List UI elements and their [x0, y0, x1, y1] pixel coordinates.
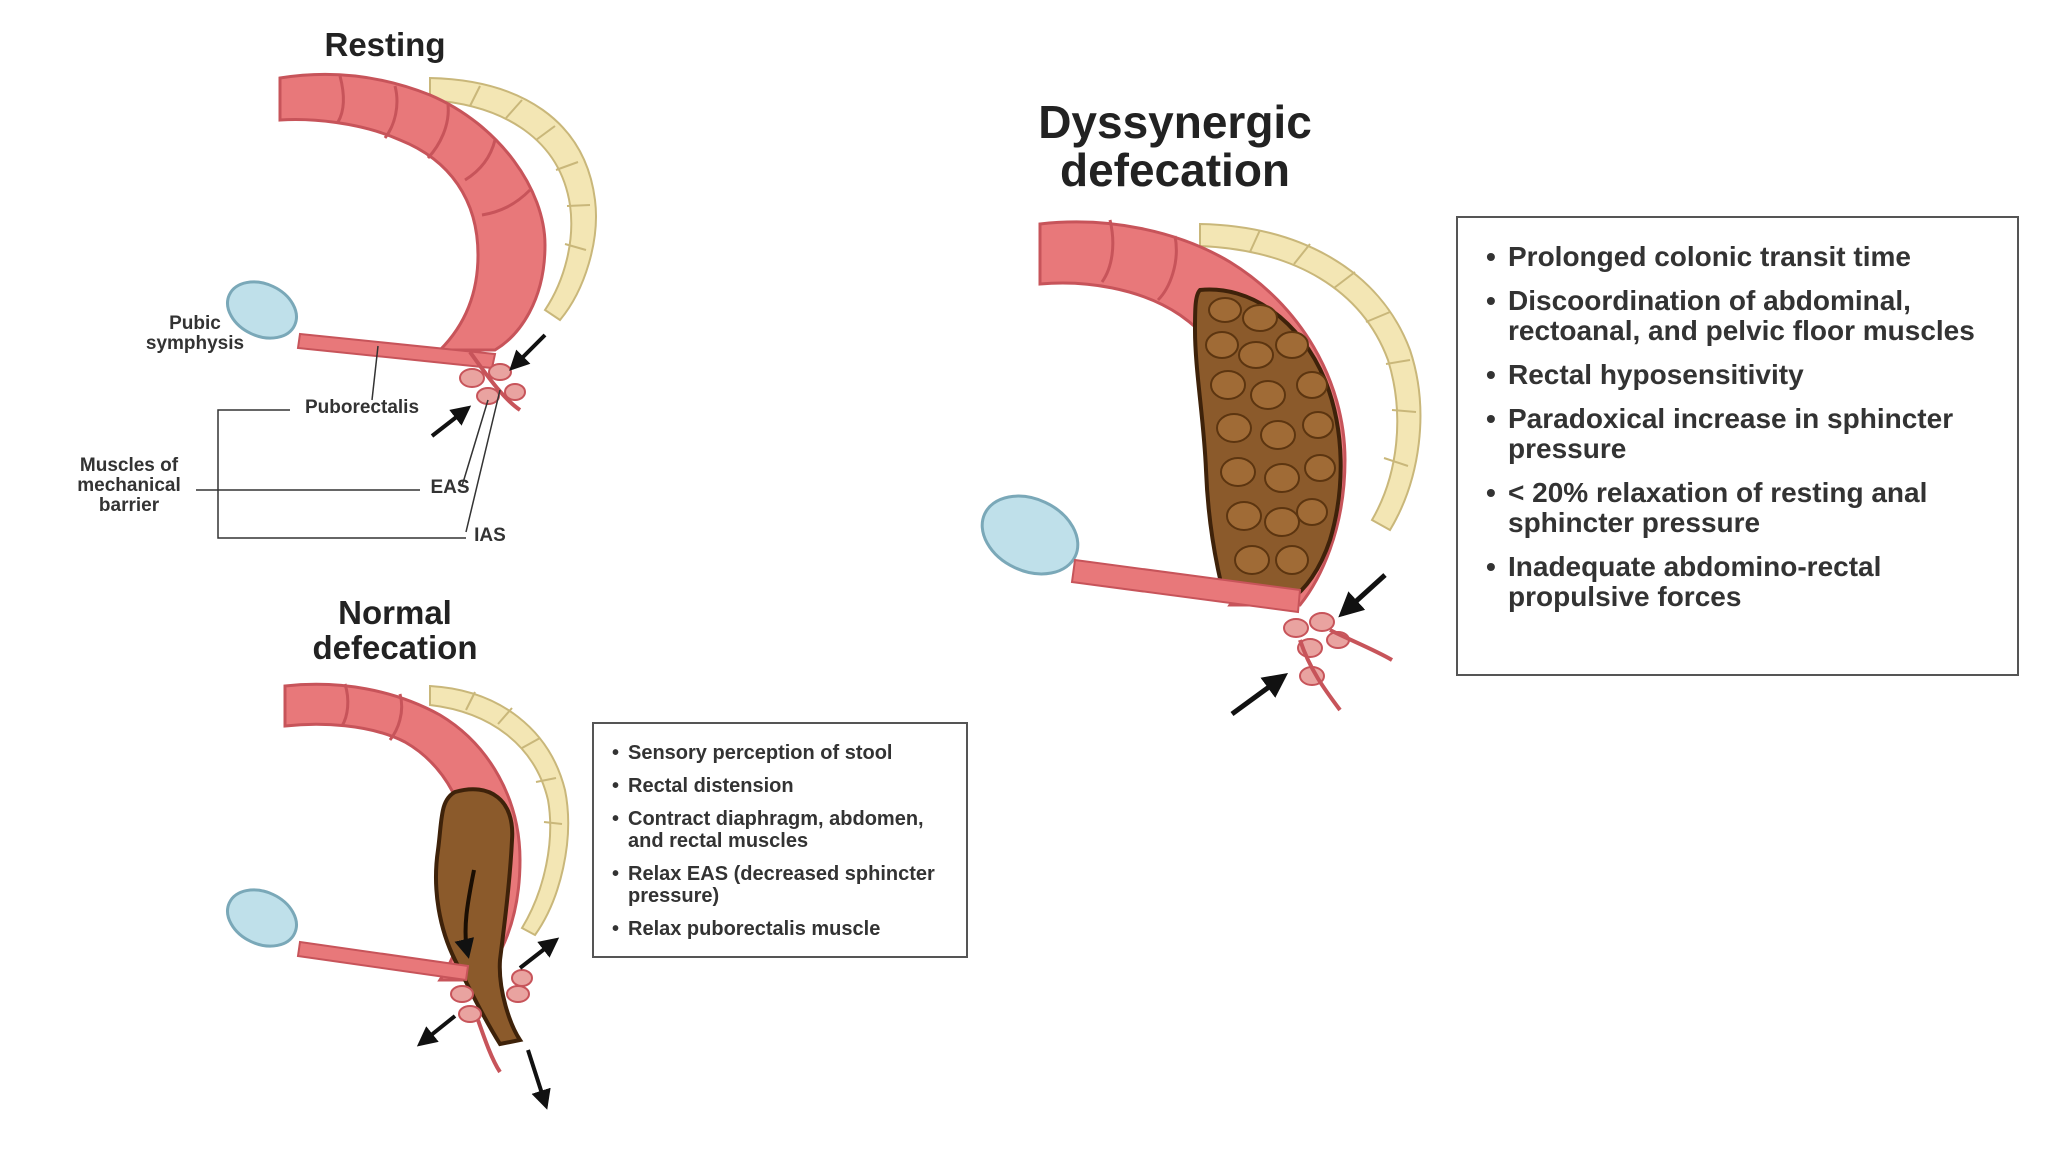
- list-item: Sensory perception of stool: [612, 742, 952, 764]
- stool-normal: [434, 787, 524, 1047]
- pubic-bone-normal: [226, 888, 298, 948]
- resting-title: Resting: [324, 26, 446, 63]
- normal-anatomy: [226, 682, 570, 1110]
- sacrum-dys: [1199, 222, 1422, 532]
- label-pubic-symphysis: Pubic symphysis: [145, 313, 245, 354]
- normal-defecation-box: Sensory perception of stool Rectal diste…: [592, 722, 968, 958]
- puborectalis-dys: [1070, 558, 1302, 614]
- list-item: Discoordination of abdominal, rectoanal,…: [1486, 286, 2001, 346]
- list-item: Rectal hyposensitivity: [1486, 360, 2001, 391]
- label-puborectalis: Puborectalis: [304, 397, 420, 418]
- puborectalis-normal: [296, 940, 470, 982]
- pubic-bone-dys: [980, 494, 1080, 576]
- normal-defecation-title: Normal defecation: [312, 594, 478, 666]
- resting-anatomy: [196, 72, 597, 539]
- dyssynergic-defecation-box: Prolonged colonic transit time Discoordi…: [1456, 216, 2019, 676]
- dyssynergic-anatomy: [980, 219, 1422, 717]
- list-item: Rectal distension: [612, 775, 952, 797]
- normal-defecation-list: Sensory perception of stool Rectal diste…: [612, 742, 952, 940]
- sacrum-vertebrae: [429, 76, 597, 322]
- pubic-bone: [226, 280, 298, 340]
- list-item: Paradoxical increase in sphincter pressu…: [1486, 404, 2001, 464]
- list-item: Contract diaphragm, abdomen, and rectal …: [612, 808, 952, 852]
- list-item: Inadequate abdomino-rectal propulsive fo…: [1486, 552, 2001, 612]
- label-ias: IAS: [474, 525, 506, 546]
- list-item: Relax EAS (decreased sphincter pressure): [612, 863, 952, 907]
- list-item: < 20% relaxation of resting anal sphinct…: [1486, 478, 2001, 538]
- list-item: Relax puborectalis muscle: [612, 918, 952, 940]
- label-muscles-mechanical-barrier: Muscles of mechanical barrier: [77, 455, 181, 516]
- dyssynergic-defecation-list: Prolonged colonic transit time Discoordi…: [1486, 242, 2001, 612]
- colon-resting: [278, 72, 547, 352]
- label-eas: EAS: [430, 477, 470, 498]
- dyssynergic-defecation-title: Dyssynergic defecation: [1038, 96, 1312, 197]
- list-item: Prolonged colonic transit time: [1486, 242, 2001, 273]
